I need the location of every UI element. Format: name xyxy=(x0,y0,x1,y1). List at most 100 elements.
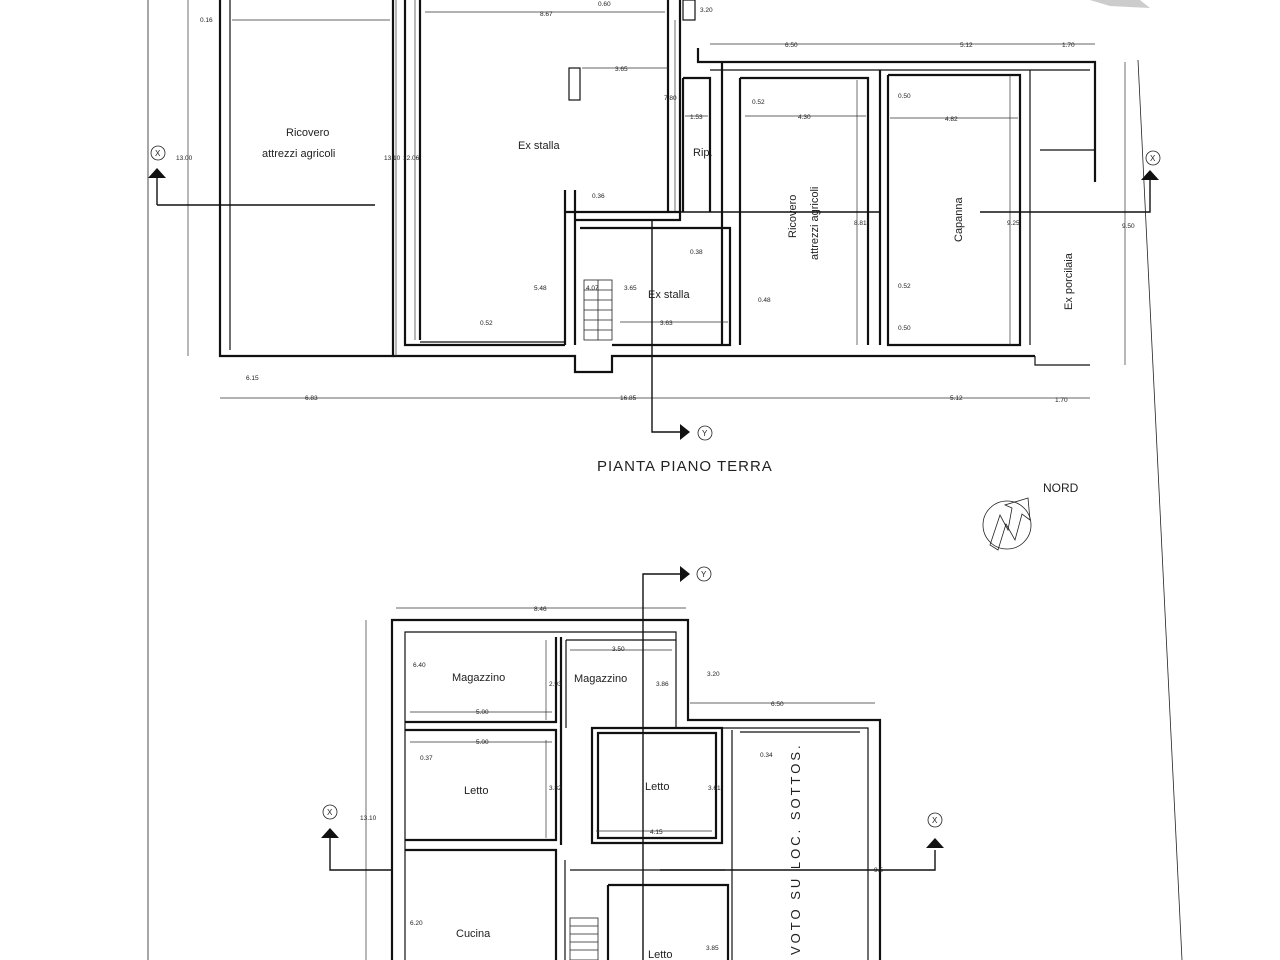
block-corner xyxy=(682,0,696,21)
section-x-arrow-upper-right xyxy=(926,838,944,848)
section-x-label-upper-left: X xyxy=(327,808,333,817)
wall-stair xyxy=(563,190,577,345)
dim-g-23: 0.48 xyxy=(758,297,771,304)
room-ricovero-2-line-2: attrezzi agricoli xyxy=(809,187,821,260)
room-ricovero-1-line-1: Ricovero xyxy=(286,127,329,139)
dim-u-1: 3.50 xyxy=(612,646,625,653)
section-x-arrow-left xyxy=(148,168,166,178)
wall-capanna xyxy=(878,70,1022,347)
section-x-arrow-right xyxy=(1141,170,1159,180)
room-letto-1: Letto xyxy=(464,785,488,797)
room-exstalla-2: Ex stalla xyxy=(648,289,690,301)
dim-g-32: 16.85 xyxy=(620,395,637,402)
dim-u-5: 3.86 xyxy=(656,681,669,688)
wall-upper-outer-inner xyxy=(404,631,869,960)
wall-letto-1 xyxy=(405,728,558,842)
section-x-line-upper-right xyxy=(660,850,936,871)
section-y-arrow xyxy=(680,424,690,440)
section-y-label-upper: Y xyxy=(701,570,707,579)
dim-g-4: 6.50 xyxy=(785,42,798,49)
dim-g-13: 4.82 xyxy=(945,116,958,123)
section-x-marker-upper-left xyxy=(322,804,338,820)
dim-u-8: 5.00 xyxy=(476,739,489,746)
ground-floor-plan: 0.16 8.67 0.60 3.20 6.50 5.12 1.70 3.65 … xyxy=(148,0,1161,475)
dim-g-15: 13.10 xyxy=(384,155,401,162)
dim-g-9: 1.53 xyxy=(690,114,703,121)
dim-g-5: 5.12 xyxy=(960,42,973,49)
wall-sottotetto xyxy=(731,730,860,960)
stair-upper-icon xyxy=(569,917,599,960)
dim-u-16: 3.85 xyxy=(706,945,719,952)
dim-u-10: 3.82 xyxy=(549,785,562,792)
section-x-arrow-upper-left xyxy=(321,828,339,838)
dim-u-6: 3.20 xyxy=(707,671,720,678)
dim-g-6: 1.70 xyxy=(1062,42,1075,49)
wall-porcilaia-step xyxy=(1034,356,1090,366)
ground-floor-title: PIANTA PIANO TERRA xyxy=(597,458,773,475)
section-x-label-right: X xyxy=(1150,154,1156,163)
wall-bottom-center xyxy=(393,354,1035,374)
wall-stair-top xyxy=(565,210,682,222)
dim-g-2: 0.60 xyxy=(598,1,611,8)
dim-g-1: 8.67 xyxy=(540,11,553,18)
room-cucina: Cucina xyxy=(456,928,491,940)
dim-u-9: 0.37 xyxy=(420,755,433,762)
block-small xyxy=(568,67,581,101)
dim-g-28: 0.50 xyxy=(898,325,911,332)
wall-letto-3 xyxy=(606,883,730,960)
dim-u-15: 6.20 xyxy=(410,920,423,927)
dim-g-30: 6.15 xyxy=(246,375,259,382)
section-x-line-upper-left xyxy=(329,838,392,871)
dim-g-0: 0.16 xyxy=(200,17,213,24)
dim-g-31: 6.83 xyxy=(305,395,318,402)
dim-g-11: 4.30 xyxy=(798,114,811,121)
section-x-label-left: X xyxy=(155,149,161,158)
section-y-marker-upper xyxy=(696,566,712,582)
wall-magazzino-1 xyxy=(405,637,563,845)
upper-floor-plan: 8.46 3.50 6.40 2.93 5.00 3.86 3.20 6.50 … xyxy=(321,566,944,960)
dim-g-10: 0.52 xyxy=(752,99,765,106)
dim-g-22: 3.63 xyxy=(660,320,673,327)
dim-u-0: 8.46 xyxy=(534,606,547,613)
section-y-line-upper xyxy=(642,573,680,960)
scan-smudge xyxy=(1090,0,1150,8)
section-x-marker-right xyxy=(1145,150,1161,166)
dim-u-12: 0.34 xyxy=(760,752,773,759)
room-magazzino-2: Magazzino xyxy=(574,673,627,685)
wall-top-right xyxy=(696,48,1097,182)
dim-g-34: 1.70 xyxy=(1055,397,1068,404)
wall-exstalla-2 xyxy=(580,226,732,347)
section-y-line xyxy=(651,220,680,433)
north-arrow: NORD xyxy=(982,481,1079,551)
wall-rip xyxy=(681,76,712,212)
room-letto-2: Letto xyxy=(645,781,669,793)
wall-exstalla-1 xyxy=(403,0,565,347)
room-letto-3: Letto xyxy=(648,949,672,960)
section-y-marker xyxy=(697,425,713,441)
dim-g-7: 3.65 xyxy=(615,66,628,73)
section-y-arrow-upper xyxy=(680,566,690,582)
handwritten-note: VOTO SU LOC. SOTTOS. xyxy=(788,742,803,955)
wall-upper-outer xyxy=(390,618,882,960)
wall-porcilaia xyxy=(1029,70,1095,345)
compass-icon xyxy=(982,500,1032,550)
section-x-marker-left xyxy=(150,145,166,161)
dim-g-24: 8.81 xyxy=(854,220,867,227)
room-capanna: Capanna xyxy=(953,196,965,242)
dim-g-19: 5.48 xyxy=(534,285,547,292)
dim-g-18: 0.38 xyxy=(690,249,703,256)
wall-cucina xyxy=(405,848,558,960)
room-ricovero-2-line-1: Ricovero xyxy=(787,195,799,238)
dim-u-14: 13.10 xyxy=(360,815,377,822)
wall-ricovero-1 xyxy=(218,0,395,358)
dim-g-21: 3.65 xyxy=(624,285,637,292)
dim-u-7: 6.50 xyxy=(771,701,784,708)
section-x-marker-upper-right xyxy=(927,812,943,828)
room-porcilaia: Ex porcilaia xyxy=(1063,252,1075,310)
dim-u-11: 3.61 xyxy=(708,785,721,792)
dim-g-8: 7.80 xyxy=(664,95,677,102)
room-magazzino-1: Magazzino xyxy=(452,672,505,684)
dim-u-2: 6.40 xyxy=(413,662,426,669)
dim-g-20: 4.07 xyxy=(586,285,599,292)
